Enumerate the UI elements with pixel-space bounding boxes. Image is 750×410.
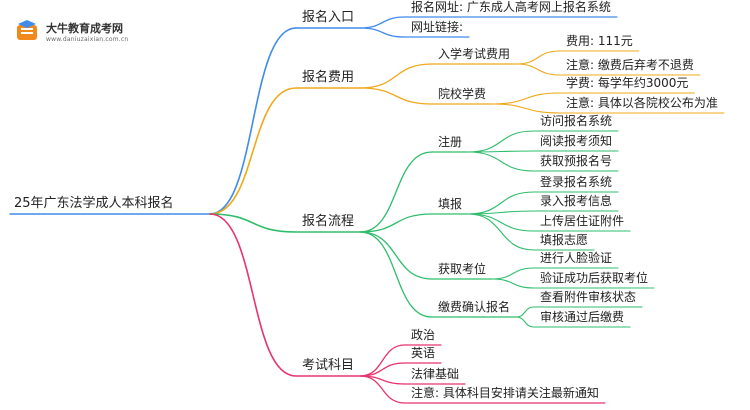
link-3-1-3 [467, 151, 535, 172]
root-node: 25年广东法学成人本科报名 [14, 196, 174, 211]
branch-1: 报名入口 [302, 10, 355, 25]
node-3-2-1: 登录报名系统 [540, 175, 613, 189]
node-3-4-1: 查看附件审核状态 [540, 290, 637, 304]
link-2-2 [359, 87, 433, 105]
node-3-1-1: 访问报名系统 [540, 114, 613, 128]
link-2-1-1 [515, 50, 561, 65]
node-4-2: 英语 [411, 346, 436, 360]
node-3-3-1: 进行人脸验证 [540, 251, 613, 265]
node-2-1-1: 费用: 111元 [566, 34, 633, 48]
link-root-branch-1 [209, 27, 297, 215]
link-3-3-2 [491, 278, 535, 289]
link-4-4 [359, 375, 406, 404]
graduation-book-icon [17, 20, 37, 40]
link-3-2 [359, 213, 433, 233]
node-3-1-2: 阅读报考须知 [540, 134, 613, 148]
node-2-1: 入学考试费用 [438, 47, 511, 61]
node-1-2: 网址链接: [411, 20, 464, 34]
node-4-1: 政治 [411, 328, 436, 342]
branch-3: 报名流程 [302, 214, 355, 229]
branch-4: 考试科目 [302, 358, 355, 373]
link-2-2-2 [491, 103, 561, 114]
node-2-2-1: 学费: 每学年约3000元 [566, 76, 689, 90]
node-3-4-2: 审核通过后缴费 [540, 310, 625, 324]
link-1-2 [359, 27, 406, 38]
node-2-2: 院校学费 [438, 87, 487, 101]
node-3-2-3: 上传居住证附件 [540, 214, 625, 228]
node-1-1: 报名网址: 广东成人高考网上报名系统 [411, 0, 611, 14]
link-root-branch-4 [209, 213, 297, 377]
node-3-2: 填报 [438, 197, 463, 211]
logo-domain: www.daniuzaixian.com.cn [46, 36, 129, 43]
node-2-2-2: 注意: 具体以各院校公布为准 [566, 96, 718, 110]
link-4-2 [359, 362, 406, 377]
node-3-2-2: 录入报考信息 [540, 194, 613, 208]
link-3-3 [359, 231, 433, 280]
link-3-2-3 [467, 213, 535, 232]
node-3-3-2: 验证成功后获取考位 [540, 271, 649, 285]
node-3-1-3: 获取预报名号 [540, 154, 613, 168]
link-root-branch-3 [209, 213, 297, 233]
logo-brand: 大牛教育成考网 [46, 22, 123, 35]
link-2-2-1 [491, 92, 561, 105]
node-4-4: 注意: 具体科目安排请关注最新通知 [411, 386, 599, 400]
link-3-4-2 [515, 316, 535, 328]
link-3-1 [359, 151, 433, 233]
node-3-4: 缴费确认报名 [438, 300, 511, 314]
node-3-2-4: 填报志愿 [540, 233, 589, 247]
link-3-4 [359, 231, 433, 318]
node-3-3: 获取考位 [438, 262, 487, 276]
link-2-1 [359, 63, 433, 89]
link-root-branch-2 [209, 87, 297, 215]
link-4-1 [359, 344, 406, 377]
link-1-1 [359, 16, 406, 29]
branch-2: 报名费用 [302, 70, 355, 85]
link-3-4-1 [515, 306, 535, 318]
node-3-1: 注册 [438, 135, 463, 149]
link-3-2-2 [467, 210, 535, 215]
link-3-2-4 [467, 213, 535, 251]
link-3-3-1 [491, 267, 535, 280]
link-3-1-1 [467, 130, 535, 153]
node-4-3: 法律基础 [411, 367, 460, 381]
link-2-1-2 [515, 63, 561, 76]
node-2-1-2: 注意: 缴费后弃考不退费 [566, 58, 694, 72]
site-logo: 大牛教育成考网 www.daniuzaixian.com.cn [14, 14, 164, 50]
